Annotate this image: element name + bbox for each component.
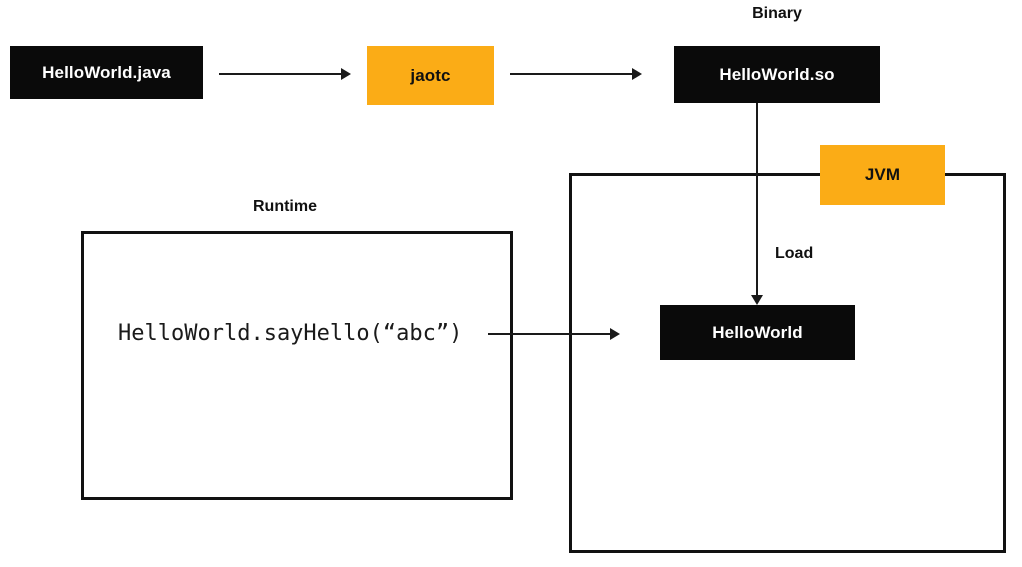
arrow-invoke <box>488 328 620 340</box>
jvm-container-boundary <box>569 173 1006 553</box>
node-shared-object-label: HelloWorld.so <box>719 64 835 84</box>
arrow-compile <box>219 68 351 80</box>
node-jvm[interactable]: JVM <box>820 145 945 205</box>
runtime-group-label: Runtime <box>253 198 317 215</box>
node-jaotc-compiler[interactable]: jaotc <box>367 46 494 105</box>
runtime-container-boundary <box>81 231 513 500</box>
load-edge-label: Load <box>775 245 814 262</box>
node-loaded-class[interactable]: HelloWorld <box>660 305 855 360</box>
node-source-file[interactable]: HelloWorld.java <box>10 46 203 99</box>
node-jaotc-compiler-label: jaotc <box>410 65 451 85</box>
node-jvm-label: JVM <box>864 165 901 184</box>
binary-group-label: Binary <box>752 5 802 22</box>
arrow-load <box>751 103 763 305</box>
arrow-emit-binary <box>510 68 642 80</box>
node-shared-object[interactable]: HelloWorld.so <box>674 46 880 103</box>
runtime-invocation-code: HelloWorld.sayHello(“abc”) <box>118 321 463 346</box>
node-loaded-class-label: HelloWorld <box>712 322 803 342</box>
node-source-file-label: HelloWorld.java <box>42 62 171 82</box>
